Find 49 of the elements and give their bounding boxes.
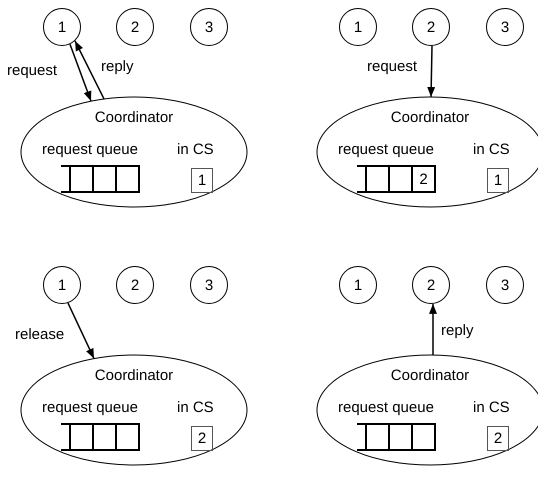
edge-label: request [366,58,418,75]
queue-heading: request queue [42,141,138,158]
queue-slot [117,423,140,451]
queue-heading: request queue [338,399,434,416]
queue-slot: 2 [413,165,436,193]
process-circle: 3 [486,266,524,304]
arrow [67,302,95,359]
edge-label: reply [100,58,135,75]
process-circle: 3 [190,8,228,46]
arrow [69,44,92,102]
cs-heading: in CS [177,399,214,416]
cs-slot: 2 [487,426,509,451]
queue-slot [94,165,117,193]
queue-slot [94,423,117,451]
cs-heading: in CS [177,141,214,158]
edge-label: request [6,62,58,79]
process-circle: 1 [339,266,377,304]
process-circle: 2 [412,8,450,46]
queue-slot [70,423,94,451]
queue-slot [366,165,390,193]
process-circle: 2 [412,266,450,304]
process-circle: 2 [116,8,154,46]
queue-slot [117,165,140,193]
queue-heading: request queue [338,141,434,158]
cs-heading: in CS [473,141,510,158]
queue-heading: request queue [42,399,138,416]
node-title: Coordinator [390,109,470,126]
cs-slot: 1 [487,168,509,193]
cs-slot: 2 [191,426,213,451]
queue-slot [390,423,413,451]
queue-slot [390,165,413,193]
process-circle: 3 [486,8,524,46]
process-circle: 2 [116,266,154,304]
node-title: Coordinator [94,367,174,384]
cs-slot: 1 [191,168,213,193]
arrow [74,40,105,100]
process-circle: 3 [190,266,228,304]
arrow [427,46,436,98]
node-title: Coordinator [390,367,470,384]
process-circle: 1 [339,8,377,46]
edge-label: reply [440,322,475,339]
node-title: Coordinator [94,109,174,126]
cs-heading: in CS [473,399,510,416]
process-circle: 1 [43,266,81,304]
arrow [429,304,437,356]
queue-slot [70,165,94,193]
process-circle: 1 [43,8,81,46]
queue-slot [413,423,436,451]
queue-slot [366,423,390,451]
